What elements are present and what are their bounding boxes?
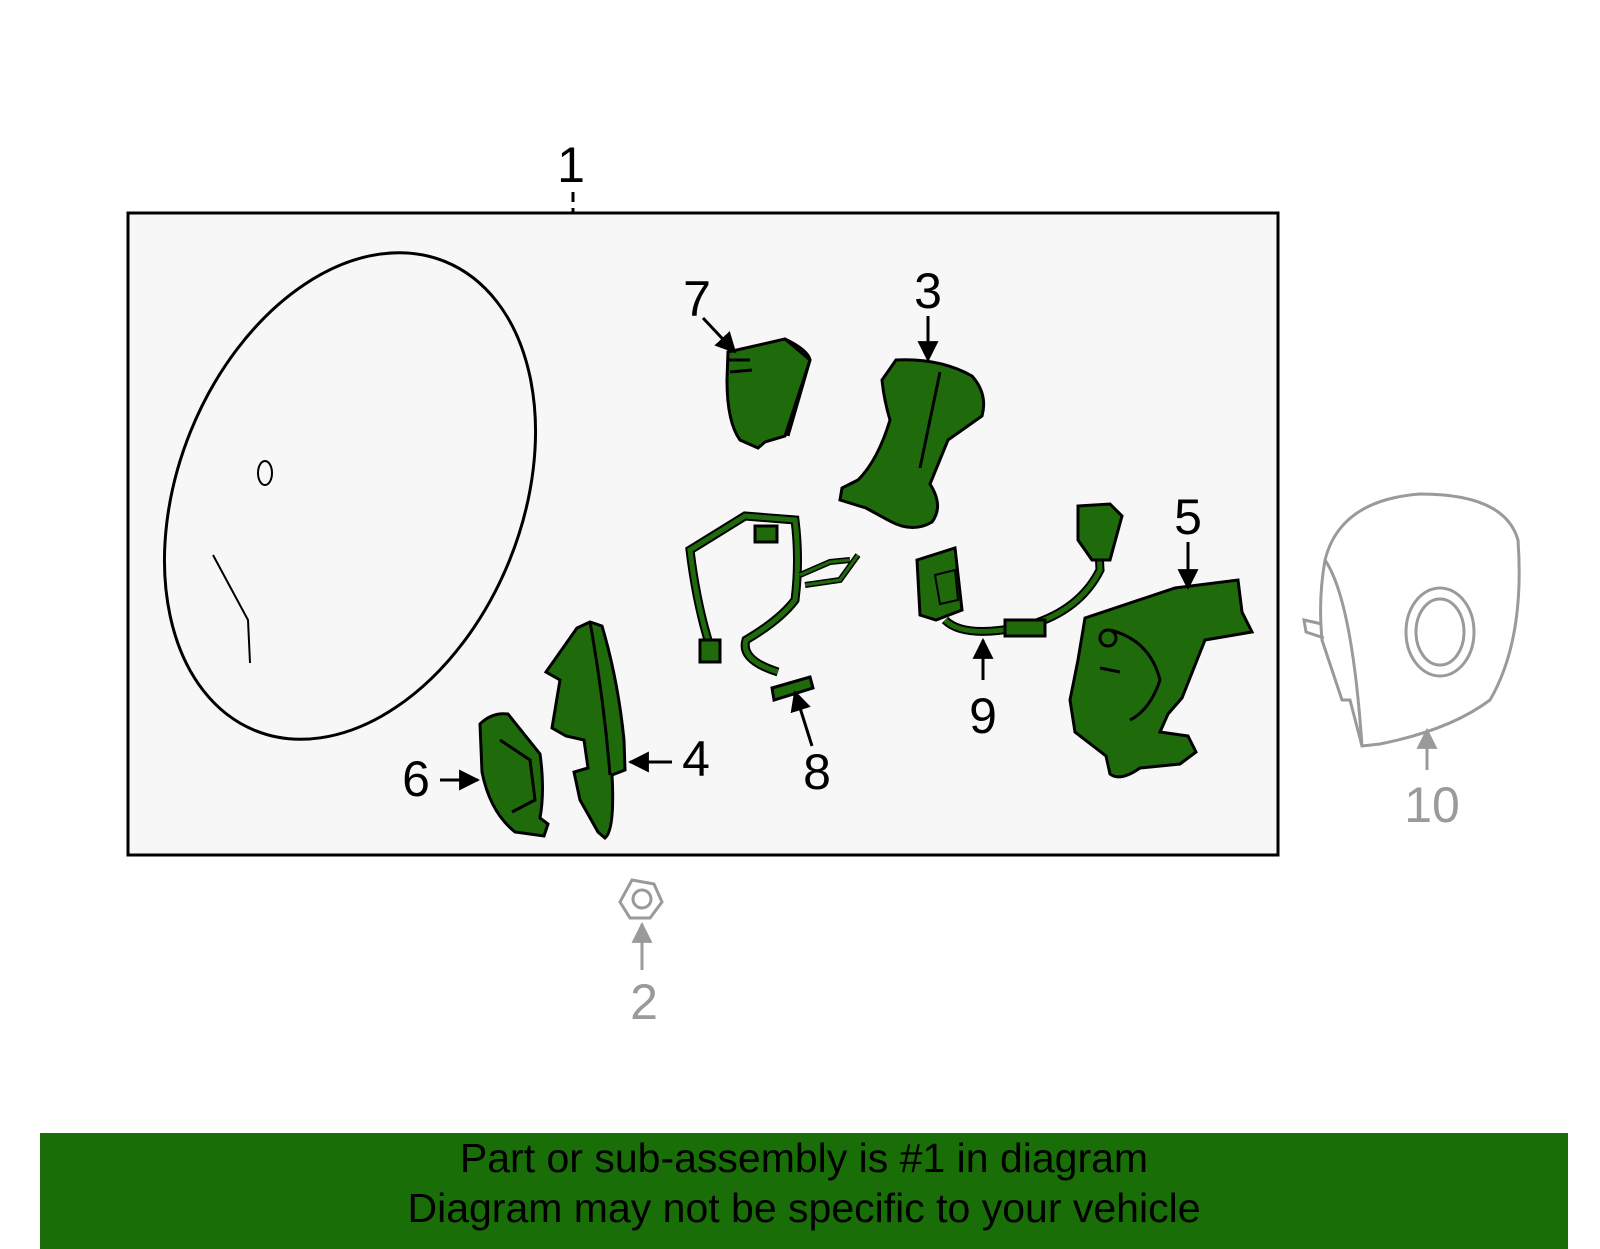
banner-line-2: Diagram may not be specific to your vehi… <box>407 1185 1201 1231</box>
banner-line-1: Part or sub-assembly is #1 in diagram <box>459 1135 1149 1181</box>
part-7-switch-cover <box>725 337 812 450</box>
steering-wheel-outline <box>162 251 538 741</box>
callout-6: 6 <box>402 751 430 807</box>
part-2-nut <box>618 878 664 920</box>
callout-1: 1 <box>557 137 585 193</box>
leader-line-8 <box>790 689 814 747</box>
part-4-switch-panel <box>543 620 627 840</box>
part-6-small-switch <box>478 712 550 838</box>
part-10-airbag-module <box>1302 492 1521 748</box>
info-banner: Part or sub-assembly is #1 in diagram Di… <box>40 1133 1568 1249</box>
leader-line-7 <box>701 316 737 354</box>
callout-5: 5 <box>1174 489 1202 545</box>
callout-7: 7 <box>683 271 711 327</box>
part-9-switch-with-lead <box>915 502 1124 638</box>
callout-4: 4 <box>682 731 710 787</box>
part-8-wiring-harness <box>685 511 861 702</box>
callout-3: 3 <box>914 263 942 319</box>
callout-2: 2 <box>630 974 658 1030</box>
part-3-switch-bezel <box>838 358 986 529</box>
callout-10: 10 <box>1404 777 1460 833</box>
part-5-switch-module <box>1068 578 1255 779</box>
callout-8: 8 <box>803 744 831 800</box>
callout-9: 9 <box>969 688 997 744</box>
